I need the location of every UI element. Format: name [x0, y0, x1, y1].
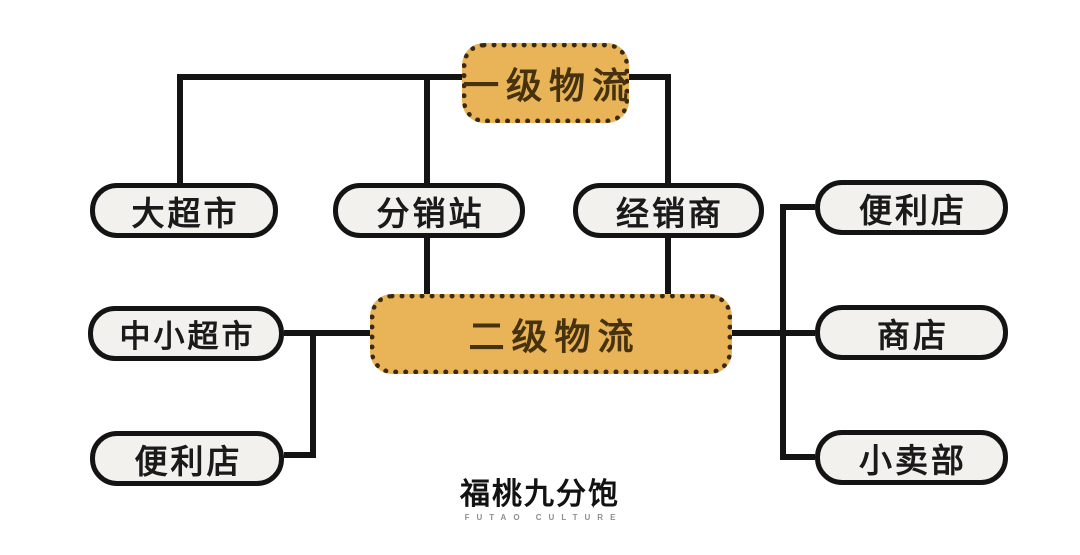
node-convenience-store-right: 便利店: [815, 180, 1008, 235]
node-label: 经销商: [616, 194, 724, 232]
node-label: 商店: [877, 316, 949, 354]
node-mid-small-supermarket: 中小超市: [88, 306, 284, 361]
node-label: 中小超市: [119, 319, 256, 354]
node-level2-logistics: 二级物流: [370, 294, 732, 374]
connector-level2-to-shop: [732, 330, 815, 336]
connector-distribution-station-to-level2: [424, 238, 430, 295]
connector-convenience-right-horizontal: [786, 204, 815, 210]
node-label: 便利店: [134, 442, 243, 480]
connector-level1-to-distribution-station: [424, 74, 430, 183]
node-label: 分销站: [376, 194, 485, 232]
node-convenience-store-left: 便利店: [90, 431, 284, 486]
connector-dealer-to-level2: [665, 238, 671, 295]
node-label: 小卖部: [859, 441, 967, 479]
node-label: 一级物流: [463, 65, 636, 106]
connector-level1-to-dealer: [665, 74, 671, 183]
connector-level1-to-big-supermarket: [177, 74, 183, 183]
connector-mid-small-supermarket-to-level2: [284, 330, 370, 336]
brand-logo-text: 福桃九分饱: [460, 478, 620, 511]
node-label: 大超市: [131, 194, 240, 232]
connector-left-drop-vertical: [310, 330, 316, 458]
node-kiosk: 小卖部: [815, 430, 1008, 485]
node-label: 便利店: [859, 191, 967, 229]
node-label: 二级物流: [468, 316, 641, 357]
node-distribution-station: 分销站: [333, 183, 525, 238]
node-shop: 商店: [815, 305, 1008, 360]
connector-top-right-horizontal: [629, 74, 671, 80]
footer-brand: 福桃九分饱 FUTAO CULTURE: [0, 478, 1080, 522]
connector-convenience-left-horizontal: [284, 452, 316, 458]
node-dealer: 经销商: [573, 183, 764, 238]
node-big-supermarket: 大超市: [90, 183, 278, 238]
connector-kiosk-horizontal: [786, 454, 815, 460]
node-level1-logistics: 一级物流: [462, 43, 629, 123]
brand-logo-subtext: FUTAO CULTURE: [464, 513, 623, 522]
connector-top-left-horizontal: [177, 74, 462, 80]
